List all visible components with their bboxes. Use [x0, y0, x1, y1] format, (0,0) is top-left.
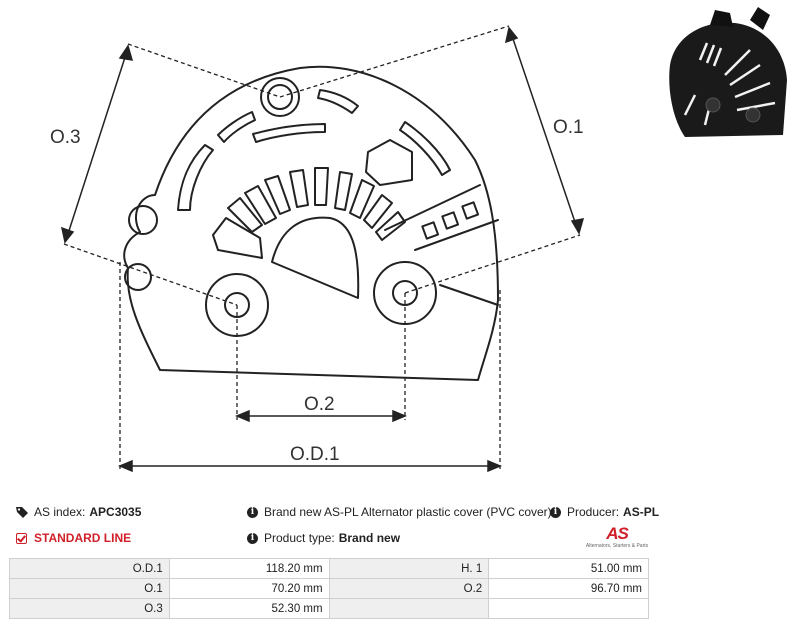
- info-icon: i: [247, 532, 258, 544]
- label-o1: O.1: [553, 117, 584, 138]
- standard-line-label: STANDARD LINE: [34, 531, 132, 545]
- spec-value: [488, 598, 649, 619]
- left-boss-lower: [124, 263, 152, 291]
- top-hole: [260, 77, 300, 117]
- label-o2: O.2: [304, 394, 335, 415]
- tag-icon: [16, 507, 28, 518]
- spec-key: O.3: [9, 598, 170, 619]
- product-type: i Product type: Brand new: [247, 531, 400, 545]
- cover-outline: [123, 65, 499, 381]
- product-type-label: Product type:: [264, 531, 335, 545]
- as-index-value: APC3035: [89, 505, 142, 519]
- table-row: O.3 52.30 mm: [9, 598, 649, 619]
- center-cutout: [271, 216, 360, 299]
- table-row: O.1 70.20 mm O.2 96.70 mm: [9, 578, 649, 599]
- standard-line: STANDARD LINE: [16, 531, 131, 545]
- producer-label: Producer:: [567, 505, 620, 519]
- producer: i Producer: AS-PL: [550, 505, 659, 519]
- spec-key: O.D.1: [9, 558, 170, 579]
- product-photo: [669, 7, 787, 137]
- as-logo: AS Alternators, Starters & Parts: [584, 524, 650, 549]
- label-od1: O.D.1: [290, 444, 340, 465]
- spec-key: O.1: [9, 578, 170, 599]
- spec-key: [328, 598, 490, 619]
- checkbox-icon: [16, 532, 27, 544]
- technical-drawing: O.3 O.1 O.2 O.D.1: [50, 25, 585, 473]
- product-type-value: Brand new: [338, 531, 401, 545]
- spec-value: 96.70 mm: [488, 578, 649, 599]
- description-text: Brand new AS-PL Alternator plastic cover…: [264, 505, 552, 519]
- spec-value: 51.00 mm: [488, 558, 649, 579]
- spec-value: 118.20 mm: [168, 558, 330, 579]
- producer-value: AS-PL: [623, 505, 660, 519]
- table-row: O.D.1 118.20 mm H. 1 51.00 mm: [9, 558, 649, 579]
- logo-mark: AS: [606, 524, 629, 543]
- spec-table: O.D.1 118.20 mm H. 1 51.00 mm O.1 70.20 …: [9, 558, 649, 619]
- product-description: i Brand new AS-PL Alternator plastic cov…: [247, 505, 552, 519]
- spec-value: 70.20 mm: [168, 578, 330, 599]
- left-boss-upper: [128, 205, 158, 235]
- as-index-label: AS index:: [34, 505, 86, 519]
- spec-key: H. 1: [328, 558, 490, 579]
- as-index: AS index: APC3035: [16, 505, 141, 519]
- info-icon: i: [550, 506, 561, 518]
- info-icon: i: [247, 506, 258, 518]
- spec-value: 52.30 mm: [168, 598, 330, 619]
- label-o3: O.3: [50, 127, 81, 148]
- spec-key: O.2: [328, 578, 490, 599]
- logo-tagline: Alternators, Starters & Parts: [585, 543, 649, 549]
